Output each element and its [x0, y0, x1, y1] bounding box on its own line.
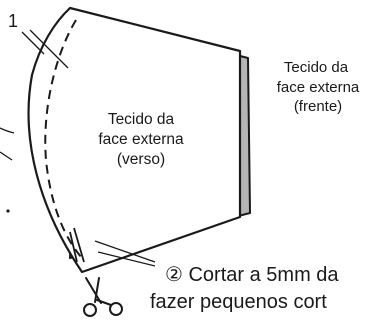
notch-cut: [69, 231, 78, 263]
leader-line: [94, 240, 156, 263]
side-tick: [0, 151, 13, 161]
scissors-icon: [83, 277, 123, 317]
inner-label-line3: (verso): [117, 151, 165, 168]
outer-label-line3: (frente): [294, 98, 342, 115]
leader-line: [29, 29, 69, 69]
leader-line: [21, 31, 45, 55]
step-label-line1: ② Cortar a 5mm da: [165, 264, 339, 286]
inner-label-line2: face externa: [98, 131, 184, 148]
side-dot: [6, 209, 10, 213]
outer-label-line2: face externa: [277, 79, 360, 96]
outer-label-line1: Tecido da: [284, 59, 349, 76]
marker-number: 1: [8, 11, 18, 31]
seam-dashed-line: [44, 19, 83, 259]
notch-cut: [73, 227, 85, 263]
step-label-line2: fazer pequenos cort: [150, 291, 327, 313]
leader-line: [97, 251, 156, 267]
side-tick: [0, 127, 15, 134]
fabric-back-layer: [27, 6, 242, 274]
inner-label-line1: Tecido da: [108, 111, 175, 128]
